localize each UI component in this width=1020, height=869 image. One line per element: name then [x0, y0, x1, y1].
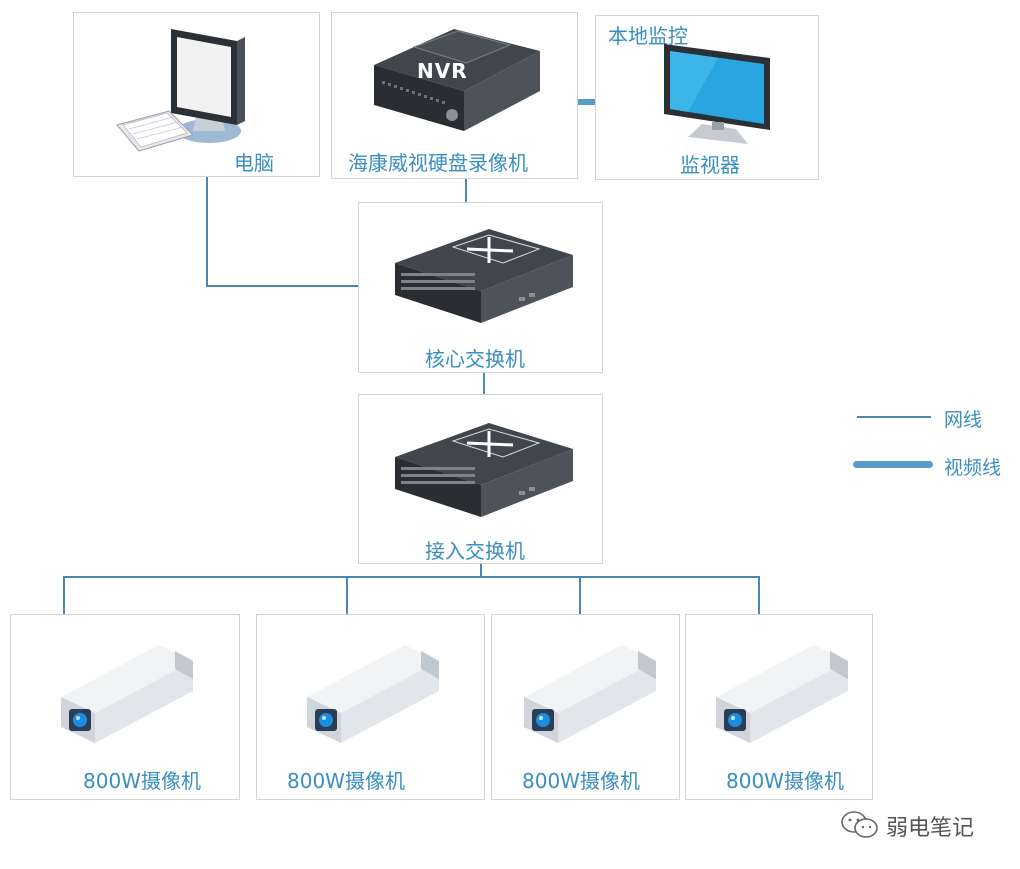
computer-label: 电脑 — [234, 151, 274, 175]
access-switch-icon — [395, 423, 573, 517]
link-computer-core-horizontal — [206, 285, 359, 287]
link-access-bus — [480, 563, 482, 577]
monitor-label: 监视器 — [680, 153, 740, 177]
monitor-node: 本地监控 监视器 — [595, 15, 819, 180]
camera-label: 800W摄像机 — [522, 769, 640, 793]
drop-camera-4 — [758, 576, 760, 614]
access-switch-node: 接入交换机 — [358, 394, 603, 564]
drop-camera-1 — [63, 576, 65, 614]
camera-node-1: 800W摄像机 — [10, 614, 240, 800]
camera-icon — [307, 645, 439, 743]
core-switch-icon — [395, 229, 573, 323]
nvr-label: 海康威视硬盘录像机 — [348, 151, 528, 175]
link-computer-core-vertical — [206, 176, 208, 286]
camera-label: 800W摄像机 — [287, 769, 405, 793]
nvr-badge: NVR — [417, 59, 468, 83]
legend-video-swatch — [853, 461, 933, 468]
local-monitor-title: 本地监控 — [608, 24, 688, 48]
camera-icon — [716, 645, 848, 743]
link-core-access — [483, 373, 485, 394]
camera-node-2: 800W摄像机 — [256, 614, 485, 800]
camera-node-3: 800W摄像机 — [491, 614, 680, 800]
link-nvr-core — [465, 179, 467, 202]
wechat-icon — [841, 811, 878, 838]
computer-node: 电脑 — [73, 12, 320, 177]
monitor-icon — [664, 44, 770, 144]
drop-camera-3 — [579, 576, 581, 614]
camera-node-4: 800W摄像机 — [685, 614, 873, 800]
legend-network-swatch — [857, 416, 931, 418]
legend-video-label: 视频线 — [944, 457, 1002, 479]
camera-icon — [524, 645, 656, 743]
core-switch-node: 核心交换机 — [358, 202, 603, 373]
core-switch-label: 核心交换机 — [425, 347, 525, 371]
camera-icon — [61, 645, 193, 743]
camera-label: 800W摄像机 — [726, 769, 844, 793]
nvr-node: NVR 海康威视硬盘录像机 — [331, 12, 578, 179]
video-link-nvr-monitor — [574, 99, 601, 105]
watermark-label: 弱电笔记 — [886, 816, 975, 841]
camera-label: 800W摄像机 — [83, 769, 201, 793]
drop-camera-2 — [346, 576, 348, 614]
camera-bus — [63, 576, 760, 578]
access-switch-label: 接入交换机 — [425, 539, 525, 563]
computer-icon — [116, 29, 245, 152]
nvr-icon — [374, 29, 540, 131]
legend-network-label: 网线 — [944, 409, 983, 431]
